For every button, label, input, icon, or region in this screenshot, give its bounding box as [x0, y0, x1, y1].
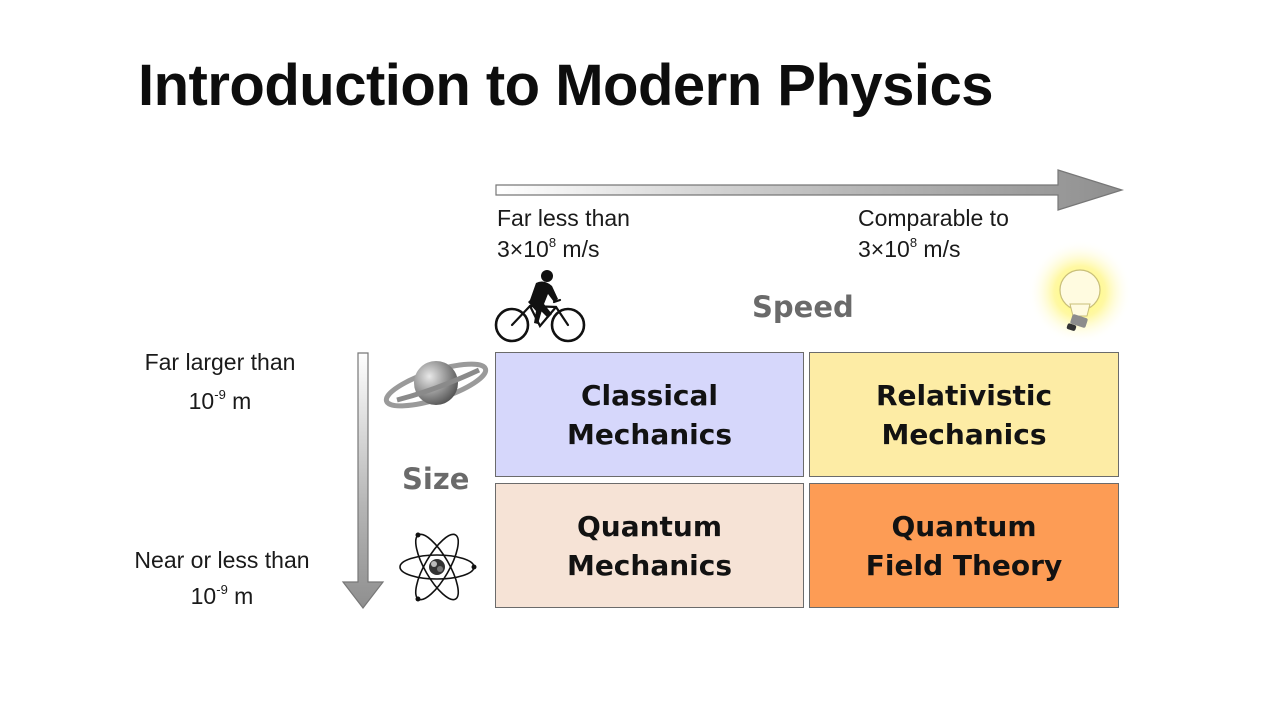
saturn-icon [383, 361, 489, 409]
size-small-label: Near or less than 10-9 m [134, 547, 310, 609]
quadrant-label: Quantum Mechanics [566, 509, 733, 582]
size-axis-label: Size [402, 462, 470, 496]
slide-title: Introduction to Modern Physics [138, 53, 994, 118]
size-large-label: Far larger than 10-9 m [144, 349, 296, 414]
quadrant-label: Quantum Field Theory [865, 509, 1063, 582]
lightbulb-icon [1028, 240, 1132, 344]
atom-icon [399, 532, 477, 602]
quadrant-relativistic-mechanics: Relativistic Mechanics [809, 352, 1119, 477]
quadrant-quantum-field-theory: Quantum Field Theory [809, 483, 1119, 608]
speed-low-label: Far less than 3×108 m/s [497, 205, 630, 262]
quadrant-label: Classical Mechanics [566, 378, 733, 451]
quadrant-classical-mechanics: Classical Mechanics [495, 352, 804, 477]
cyclist-icon [494, 270, 586, 343]
quadrant-label: Relativistic Mechanics [875, 378, 1053, 451]
quadrant-quantum-mechanics: Quantum Mechanics [495, 483, 804, 608]
speed-axis-label: Speed [752, 290, 854, 324]
speed-high-label: Comparable to 3×108 m/s [858, 205, 1009, 262]
